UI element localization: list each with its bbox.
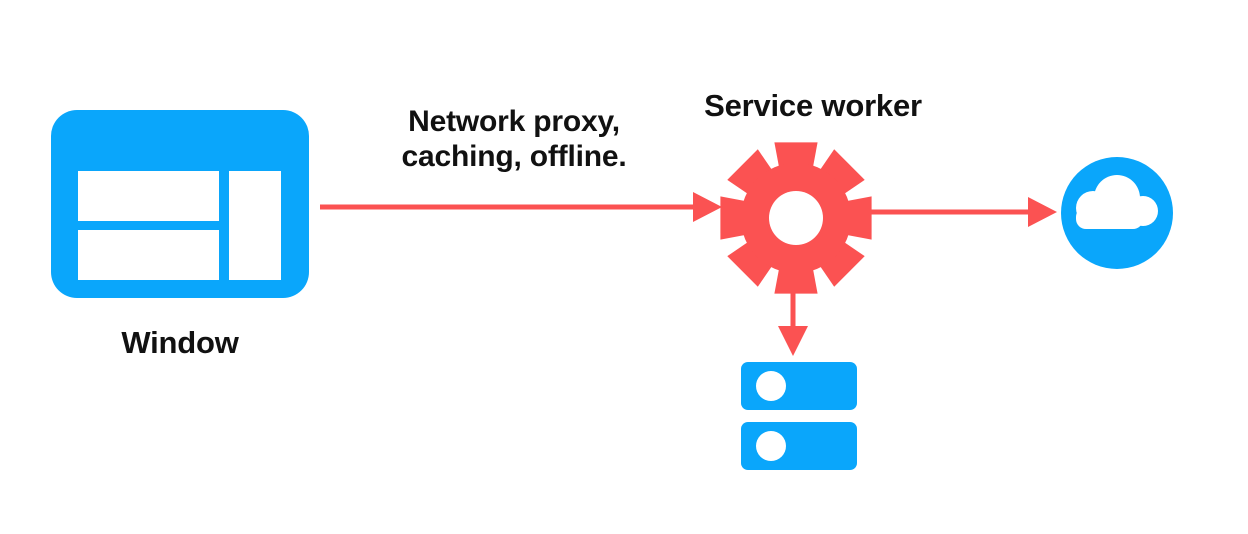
database-icon	[741, 362, 857, 470]
arrow-service-worker-to-network	[869, 197, 1057, 227]
cloud-icon	[1061, 157, 1173, 269]
service-worker-label: Service worker	[704, 88, 922, 123]
edge-label-line-2: caching, offline.	[401, 140, 627, 174]
arrow-window-to-service-worker	[320, 192, 722, 222]
window-label: Window	[121, 325, 239, 360]
edge-label-line-1: Network proxy,	[408, 105, 620, 138]
gear-icon	[720, 142, 872, 294]
window-icon	[51, 110, 309, 298]
edge-label-network-proxy: Network proxy,caching, offline.	[373, 104, 655, 175]
arrow-service-worker-to-cache	[778, 290, 808, 356]
